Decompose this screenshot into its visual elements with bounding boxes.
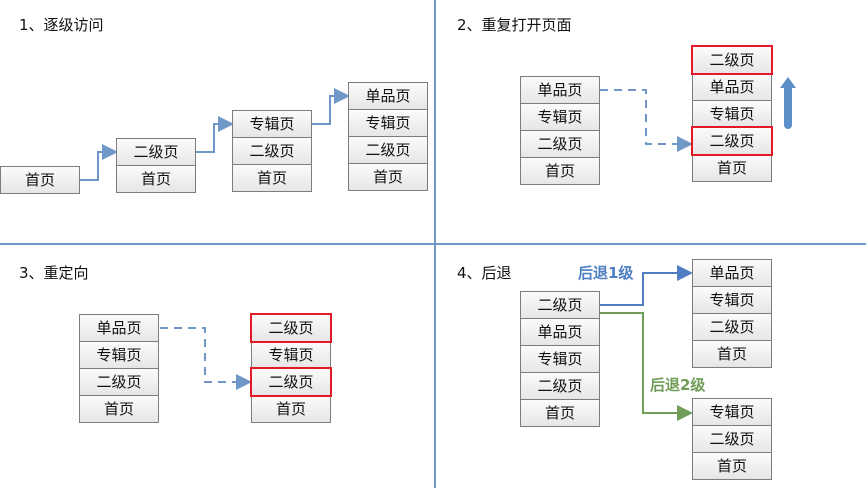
page-box-highlighted: 二级页 (250, 313, 332, 343)
page-box: 专辑页 (251, 341, 331, 369)
quadrant-title: 3、重定向 (19, 264, 89, 282)
page-box: 单品页 (79, 314, 159, 342)
page-box: 单品页 (520, 318, 600, 346)
page-box: 单品页 (692, 259, 772, 287)
page-box: 单品页 (692, 73, 772, 101)
page-stack-q3-right: 二级页 专辑页 二级页 首页 (250, 313, 332, 423)
page-stack-q4-right-bottom: 专辑页 二级页 首页 (692, 398, 772, 480)
connector-q1-3 (312, 88, 350, 125)
page-box: 二级页 (692, 425, 772, 453)
page-box: 二级页 (692, 313, 772, 341)
page-stack-q1-4: 单品页 专辑页 二级页 首页 (348, 82, 428, 191)
connector-lines (160, 327, 252, 390)
page-box: 首页 (692, 340, 772, 368)
page-box: 专辑页 (520, 345, 600, 373)
quadrant-title: 2、重复打开页面 (457, 16, 572, 34)
quadrant-reopen-page: 2、重复打开页面 单品页 专辑页 二级页 首页 二级页 单品页 专辑页 二级页 … (436, 0, 866, 243)
page-box: 专辑页 (692, 398, 772, 426)
page-box: 单品页 (348, 82, 428, 110)
dashed-connector (600, 89, 693, 152)
quadrant-back-navigation: 4、后退 后退1级 后退2级 二级页 单品页 专辑页 二级页 首页 单品页 专辑… (436, 246, 866, 488)
quadrant-sequential-access: 1、逐级访问 首页 二级页 首页 专辑页 二级页 首页 单品页 专辑页 二级页 … (0, 0, 434, 243)
page-stack-q3-left: 单品页 专辑页 二级页 首页 (79, 314, 159, 423)
page-box: 首页 (520, 399, 600, 427)
page-box: 专辑页 (692, 100, 772, 128)
page-stack-q1-2: 二级页 首页 (116, 138, 196, 193)
quadrant-title: 1、逐级访问 (19, 16, 104, 34)
connector-lines (600, 265, 693, 421)
page-box: 首页 (520, 157, 600, 185)
page-box: 首页 (692, 452, 772, 480)
back-two-levels-label: 后退2级 (650, 376, 706, 394)
page-stack-q4-right-top: 单品页 专辑页 二级页 首页 (692, 259, 772, 368)
page-box: 专辑页 (692, 286, 772, 314)
page-box: 专辑页 (79, 341, 159, 369)
page-stack-q4-left: 二级页 单品页 专辑页 二级页 首页 (520, 291, 600, 427)
page-box: 首页 (692, 154, 772, 182)
page-box: 二级页 (116, 138, 196, 166)
page-box: 单品页 (520, 76, 600, 104)
page-box: 二级页 (79, 368, 159, 396)
quadrant-redirect: 3、重定向 单品页 专辑页 二级页 首页 二级页 专辑页 二级页 首页 (0, 246, 434, 488)
back-two-levels-arrow (600, 312, 693, 421)
page-box: 首页 (232, 164, 312, 192)
page-box-highlighted: 二级页 (250, 367, 332, 397)
page-box: 首页 (348, 163, 428, 191)
page-box: 专辑页 (520, 103, 600, 131)
page-box: 二级页 (520, 372, 600, 400)
page-box-highlighted: 二级页 (691, 45, 773, 75)
page-stack-q1-1: 首页 (0, 166, 80, 194)
page-box: 二级页 (520, 291, 600, 319)
back-one-level-label: 后退1级 (578, 264, 634, 282)
page-stack-q2-left: 单品页 专辑页 二级页 首页 (520, 76, 600, 185)
page-box: 首页 (251, 395, 331, 423)
page-box: 首页 (0, 166, 80, 194)
page-box: 首页 (116, 165, 196, 193)
horizontal-divider (0, 243, 866, 245)
connector-q1-1 (80, 144, 118, 181)
page-box: 二级页 (520, 130, 600, 158)
quadrant-title: 4、后退 (457, 264, 512, 282)
page-box: 专辑页 (232, 110, 312, 138)
page-box-highlighted: 二级页 (691, 126, 773, 156)
page-stack-q1-3: 专辑页 二级页 首页 (232, 110, 312, 192)
dashed-connector (160, 327, 252, 390)
page-box: 专辑页 (348, 109, 428, 137)
page-box: 首页 (79, 395, 159, 423)
page-stack-q2-right: 二级页 单品页 专辑页 二级页 首页 (691, 45, 773, 182)
page-box: 二级页 (232, 137, 312, 165)
page-box: 二级页 (348, 136, 428, 164)
connector-q1-2 (196, 116, 234, 153)
connector-lines (600, 77, 796, 152)
